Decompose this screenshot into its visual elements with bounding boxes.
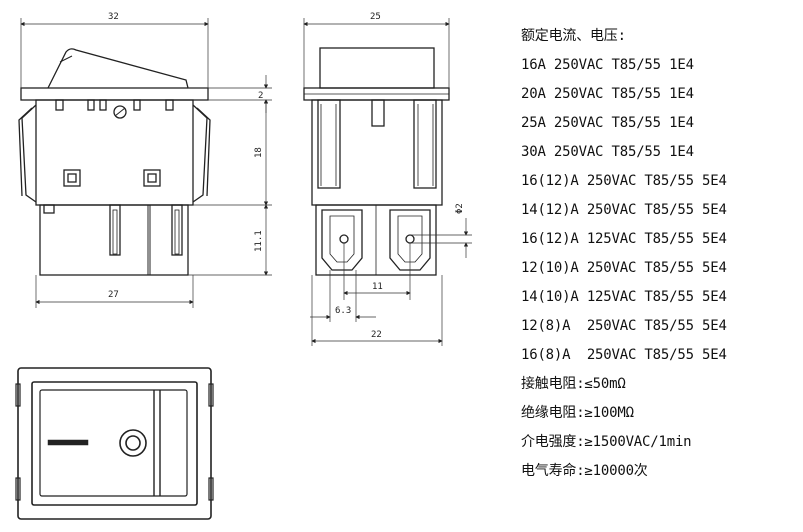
dim-front-top: 2 <box>258 91 263 101</box>
front-view <box>18 48 211 276</box>
spec-line: 16A 250VAC T85/55 1E4 <box>521 57 694 73</box>
side-dimension-lines <box>303 18 472 346</box>
spec-line: 12(10)A 250VAC T85/55 5E4 <box>521 260 727 276</box>
spec-line: 14(10)A 125VAC T85/55 5E4 <box>521 289 727 305</box>
spec-line: 16(8)A 250VAC T85/55 5E4 <box>521 347 727 363</box>
spec-line: 30A 250VAC T85/55 1E4 <box>521 144 694 160</box>
spec-line: 25A 250VAC T85/55 1E4 <box>521 115 694 131</box>
spec-line: 额定电流、电压: <box>521 28 626 44</box>
side-view <box>303 47 450 276</box>
dim-side-pitch: 11 <box>372 282 383 292</box>
dim-side-terminal: 6.3 <box>335 306 351 316</box>
spec-line: 16(12)A 250VAC T85/55 5E4 <box>521 173 727 189</box>
spec-line: 介电强度:≥1500VAC/1min <box>521 434 692 450</box>
spec-line: 绝缘电阻:≥100MΩ <box>521 405 634 421</box>
spec-line: 12(8)A 250VAC T85/55 5E4 <box>521 318 727 334</box>
dim-front-base: 27 <box>108 290 119 300</box>
dim-side-width: 25 <box>370 12 381 22</box>
spec-line: 14(12)A 250VAC T85/55 5E4 <box>521 202 727 218</box>
dim-front-height: 18 <box>254 147 264 158</box>
spec-line: 接触电阻:≤50mΩ <box>521 376 626 392</box>
front-dimension-lines <box>20 18 272 308</box>
spec-line: 16(12)A 125VAC T85/55 5E4 <box>521 231 727 247</box>
dim-front-width: 32 <box>108 12 119 22</box>
spec-line: 电气寿命:≥10000次 <box>521 463 648 479</box>
dim-front-terminal: 11.1 <box>254 230 264 252</box>
specifications-panel: 额定电流、电压: 16A 250VAC T85/55 1E4 20A 250VAC … <box>521 22 803 486</box>
top-view <box>15 367 214 520</box>
spec-line: 20A 250VAC T85/55 1E4 <box>521 86 694 102</box>
dim-side-base: 22 <box>371 330 382 340</box>
dim-side-pin: Φ2 <box>455 203 465 214</box>
